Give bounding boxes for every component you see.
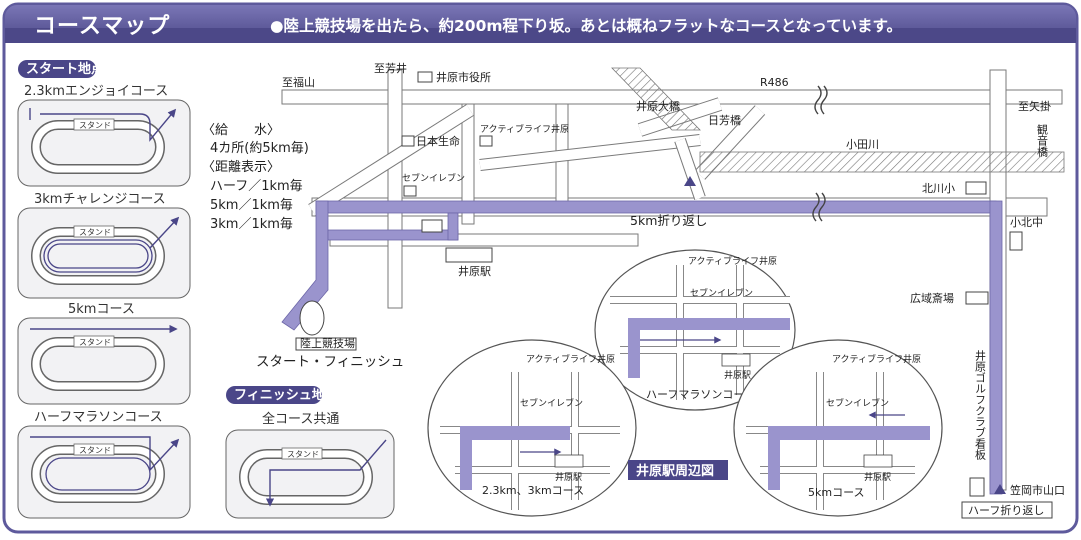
label-to-yoshii: 至芳井 <box>374 61 407 75</box>
label-r486: R486 <box>760 76 789 89</box>
finish-badge <box>226 386 322 404</box>
label-active-life: アクティブライフ井原 <box>480 123 569 135</box>
label-kannon-bridge: 観音橋 <box>1036 123 1049 158</box>
inset-short-caption: 2.3km、3kmコース <box>482 484 584 497</box>
course-diagram-5k: スタンド <box>17 317 191 405</box>
inset-title: 井原駅周辺図 <box>636 463 714 479</box>
course-name-challenge: 3kmチャレンジコース <box>34 192 166 207</box>
start-section: スタート地点 2.3kmエンジョイコース スタンド 3kmチャレンジコース スタ… <box>17 60 191 519</box>
label-ihara-station: 井原駅 <box>458 264 491 278</box>
label-kasaoka-yamaguchi: 笠岡市山口 <box>1010 483 1065 497</box>
header-bar: コースマップ ●陸上競技場を出たら、約200m程下り坂。あとは概ねフラットなコー… <box>5 5 1076 43</box>
distance-5k: 5km／1km毎 <box>210 197 293 213</box>
finish-section: フィニッシュ地点 全コース共通 スタンド <box>225 386 395 519</box>
inset-short-seven-eleven: セブンイレブン <box>520 397 583 409</box>
label-funeral-hall: 広域斎場 <box>910 291 954 305</box>
inset-5k-seven-eleven: セブンイレブン <box>826 397 889 409</box>
label-to-yakage: 至矢掛 <box>1018 99 1051 113</box>
stand-label-enjoy: スタンド <box>79 121 111 130</box>
stand-label-5k: スタンド <box>79 338 111 347</box>
road-break-marks <box>812 85 828 222</box>
inset-half: アクティブライフ井原 セブンイレブン 井原駅 ハーフマラソンコース <box>594 249 796 411</box>
inset-5k-caption: 5kmコース <box>808 486 865 499</box>
finish-course-name: 全コース共通 <box>262 411 339 427</box>
distance-label: 〈距離表示〉 <box>202 160 280 175</box>
half-turn-marker <box>994 484 1006 494</box>
distance-3k: 3km／1km毎 <box>210 216 293 232</box>
inset-half-caption: ハーフマラソンコース <box>646 388 755 401</box>
page-title: コースマップ <box>34 14 170 39</box>
label-city-hall: 井原市役所 <box>436 70 491 84</box>
inset-half-seven-eleven: セブンイレブン <box>690 287 753 299</box>
course-diagram-half: スタンド <box>17 425 191 519</box>
stand-label-challenge: スタンド <box>79 228 111 237</box>
course-name-half: ハーフマラソンコース <box>34 410 163 425</box>
label-kohoku-jh: 小北中 <box>1010 216 1043 229</box>
map-buildings <box>295 71 1023 497</box>
odagawa-river <box>611 67 1065 173</box>
race-route <box>281 200 1003 495</box>
half-turn-box <box>961 501 1053 519</box>
label-turn-5k: 5km折り返し <box>630 213 707 228</box>
label-kitagawa-elem: 北川小 <box>922 182 955 195</box>
inset-5k-active-life: アクティブライフ井原 <box>832 353 921 365</box>
inset-5k: アクティブライフ井原 セブンイレブン 井原駅 5kmコース <box>733 339 943 517</box>
stadium-shape <box>299 300 325 336</box>
distance-half: ハーフ／1km毎 <box>210 178 303 194</box>
finish-badge-label: フィニッシュ地点 <box>234 387 338 403</box>
stand-label-half: スタンド <box>79 446 111 455</box>
label-golf-sign: 井原ゴルフクラブ看板 <box>974 349 987 461</box>
turn-5k-marker <box>684 176 696 186</box>
map-labels: 至福山 至芳井 井原市役所 R486 井原大橋 日芳橋 至矢掛 観音橋 小田川 … <box>256 61 1065 519</box>
label-half-turn: ハーフ折り返し <box>968 503 1044 517</box>
start-badge-label: スタート地点 <box>26 61 104 77</box>
course-name-enjoy: 2.3kmエンジョイコース <box>24 84 168 99</box>
label-yoshiha-bridge: 日芳橋 <box>708 113 741 127</box>
inset-title-badge <box>628 460 728 480</box>
water-label: 〈給 水〉 <box>202 123 280 138</box>
label-odagawa: 小田川 <box>846 138 879 151</box>
label-start-finish: スタート・フィニッシュ <box>256 354 404 370</box>
label-stadium: 陸上競技場 <box>300 336 355 350</box>
inset-half-active-life: アクティブライフ井原 <box>688 255 777 267</box>
start-badge <box>18 60 96 78</box>
label-to-fukuyama: 至福山 <box>282 75 315 89</box>
page-subtitle: ●陸上競技場を出たら、約200m程下り坂。あとは概ねフラットなコースとなっていま… <box>270 16 902 35</box>
inset-half-station: 井原駅 <box>724 369 751 381</box>
finish-stand-label: スタンド <box>287 450 319 459</box>
course-name-5k: 5kmコース <box>68 302 135 317</box>
water-value: 4カ所(約5km毎) <box>210 140 309 156</box>
inset-short: アクティブライフ井原 セブンイレブン 井原駅 2.3km、3kmコース <box>427 339 637 517</box>
course-diagram-enjoy: スタンド <box>17 99 191 187</box>
label-seven-eleven: セブンイレブン <box>402 172 465 184</box>
inset-5k-station: 井原駅 <box>864 471 891 483</box>
inset-short-active-life: アクティブライフ井原 <box>526 353 615 365</box>
label-ihara-bridge: 井原大橋 <box>636 99 680 113</box>
course-diagram-challenge: スタンド <box>17 207 191 299</box>
info-block: 〈給 水〉 4カ所(約5km毎) 〈距離表示〉 ハーフ／1km毎 5km／1km… <box>202 123 309 232</box>
label-nihon-seimei: 日本生命 <box>416 134 460 148</box>
inset-short-station: 井原駅 <box>555 471 582 483</box>
